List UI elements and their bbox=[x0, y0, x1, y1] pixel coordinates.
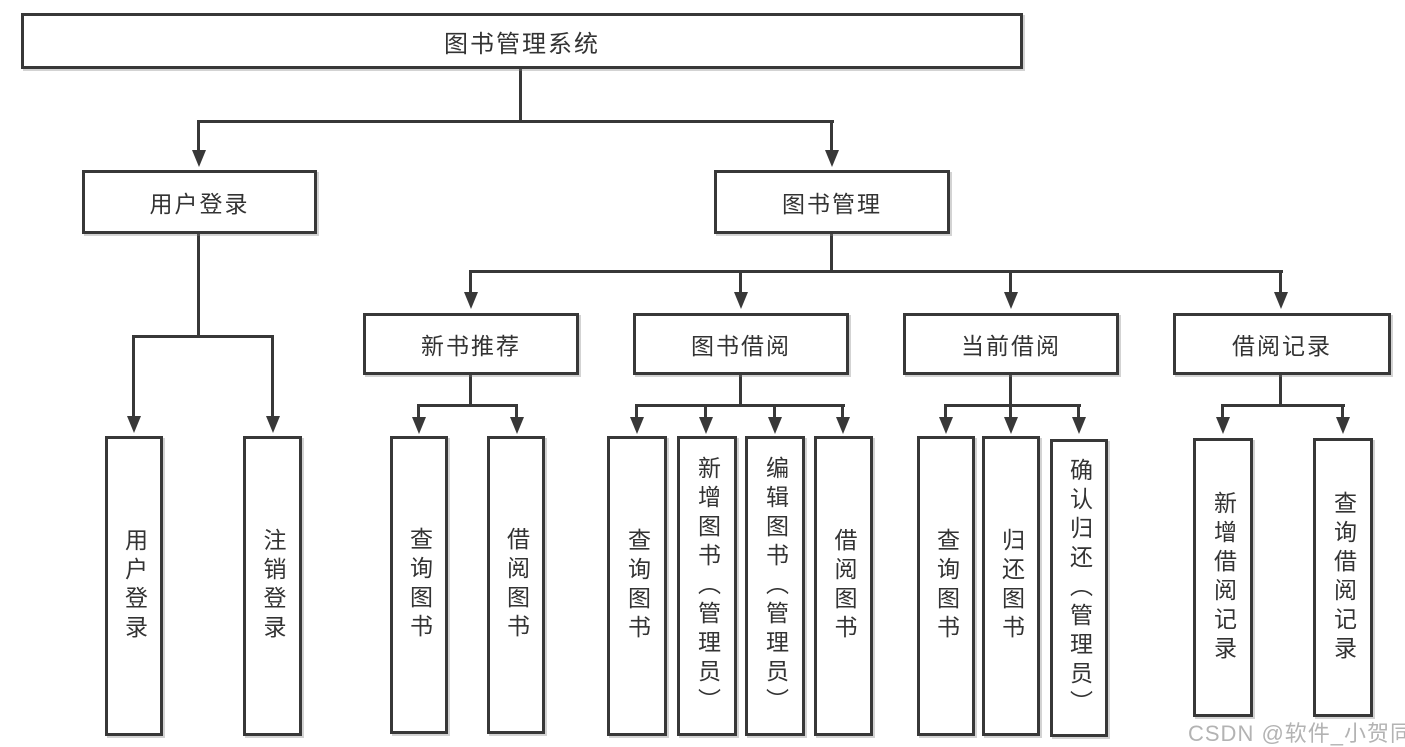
arrow-down-icon bbox=[1072, 417, 1086, 434]
connector-line bbox=[132, 335, 274, 338]
leaf-label: 查询借阅记录 bbox=[1330, 490, 1357, 665]
arrow-down-icon bbox=[630, 417, 644, 434]
leaf-label: 查询图书 bbox=[933, 528, 960, 644]
leaf-label: 新增借阅记录 bbox=[1210, 490, 1237, 665]
connector-line bbox=[1077, 404, 1080, 418]
arrow-down-icon bbox=[192, 150, 206, 167]
leaf-label: 归还图书 bbox=[998, 528, 1025, 644]
leaf-label: 查询图书 bbox=[624, 528, 651, 644]
node-label: 新书推荐 bbox=[421, 333, 521, 359]
leaf-records-add-record: 新增借阅记录 bbox=[1193, 438, 1253, 717]
arrow-down-icon bbox=[412, 417, 426, 434]
connector-line bbox=[1221, 404, 1224, 418]
connector-line bbox=[1279, 270, 1282, 294]
connector-line bbox=[469, 270, 472, 294]
connector-line bbox=[830, 120, 833, 152]
leaf-newbooks-query-books: 查询图书 bbox=[390, 436, 448, 734]
node-book-borrowing: 图书借阅 bbox=[633, 313, 849, 375]
leaf-label: 用户登录 bbox=[121, 528, 148, 644]
connector-line bbox=[469, 270, 1283, 273]
arrow-down-icon bbox=[1004, 417, 1018, 434]
connector-line bbox=[132, 335, 135, 418]
connector-line bbox=[417, 404, 518, 407]
connector-line bbox=[1341, 404, 1344, 418]
connector-line bbox=[1221, 404, 1345, 407]
arrow-down-icon bbox=[266, 416, 280, 433]
node-root-system: 图书管理系统 bbox=[21, 13, 1023, 69]
node-current-borrowing: 当前借阅 bbox=[903, 313, 1119, 375]
connector-line bbox=[841, 404, 844, 418]
arrow-down-icon bbox=[1336, 417, 1350, 434]
leaf-label: 注销登录 bbox=[260, 528, 286, 644]
leaf-logout: 注销登录 bbox=[243, 436, 302, 736]
leaf-records-query-record: 查询借阅记录 bbox=[1313, 438, 1373, 717]
node-book-management: 图书管理 bbox=[714, 170, 950, 234]
arrow-down-icon bbox=[836, 417, 850, 434]
arrow-down-icon bbox=[768, 417, 782, 434]
leaf-current-return-books: 归还图书 bbox=[982, 436, 1040, 736]
leaf-current-query-books: 查询图书 bbox=[917, 436, 975, 736]
connector-line bbox=[739, 375, 742, 407]
connector-line bbox=[1009, 270, 1012, 294]
node-label: 借阅记录 bbox=[1232, 333, 1332, 359]
leaf-newbooks-borrow-books: 借阅图书 bbox=[487, 436, 545, 734]
node-new-book-recommend: 新书推荐 bbox=[363, 313, 579, 375]
arrow-down-icon bbox=[510, 417, 524, 434]
connector-line bbox=[830, 234, 833, 273]
connector-line bbox=[739, 270, 742, 294]
arrow-down-icon bbox=[127, 416, 141, 433]
arrow-down-icon bbox=[939, 417, 953, 434]
connector-line bbox=[515, 404, 518, 418]
arrow-down-icon bbox=[464, 292, 478, 309]
leaf-label: 借阅图书 bbox=[831, 528, 857, 644]
connector-line bbox=[1009, 404, 1012, 418]
connector-line bbox=[197, 120, 200, 152]
leaf-borrowing-query-books: 查询图书 bbox=[607, 436, 667, 736]
leaf-label: 新增图书（管理员） bbox=[694, 455, 721, 717]
leaf-label: 编辑图书（管理员） bbox=[762, 455, 789, 717]
node-label: 图书管理系统 bbox=[444, 30, 600, 58]
leaf-label: 确认归还（管理员） bbox=[1066, 457, 1093, 719]
connector-line bbox=[635, 404, 638, 418]
arrow-down-icon bbox=[825, 150, 839, 167]
connector-line bbox=[197, 234, 200, 338]
arrow-down-icon bbox=[734, 292, 748, 309]
leaf-borrowing-edit-books-admin: 编辑图书（管理员） bbox=[745, 436, 805, 736]
connector-line bbox=[635, 404, 845, 407]
connector-line bbox=[704, 404, 707, 418]
leaf-label: 借阅图书 bbox=[503, 527, 530, 643]
arrow-down-icon bbox=[1004, 292, 1018, 309]
node-borrowing-records: 借阅记录 bbox=[1173, 313, 1391, 375]
arrow-down-icon bbox=[699, 417, 713, 434]
node-user-login: 用户登录 bbox=[82, 170, 317, 234]
leaf-borrowing-add-books-admin: 新增图书（管理员） bbox=[677, 436, 737, 736]
connector-line bbox=[944, 404, 1081, 407]
arrow-down-icon bbox=[1274, 292, 1288, 309]
leaf-user-login: 用户登录 bbox=[105, 436, 163, 736]
watermark: CSDN @软件_小贺同学 bbox=[1188, 721, 1405, 746]
connector-line bbox=[417, 404, 420, 418]
connector-line bbox=[271, 335, 274, 418]
connector-line bbox=[519, 69, 522, 123]
connector-line bbox=[944, 404, 947, 418]
connector-line bbox=[1009, 375, 1012, 407]
leaf-current-confirm-return-admin: 确认归还（管理员） bbox=[1050, 439, 1108, 737]
leaf-label: 查询图书 bbox=[406, 527, 433, 643]
arrow-down-icon bbox=[1216, 417, 1230, 434]
leaf-borrowing-borrow-books: 借阅图书 bbox=[814, 436, 873, 736]
node-label: 当前借阅 bbox=[961, 333, 1061, 359]
node-label: 用户登录 bbox=[149, 191, 250, 217]
connector-line bbox=[1279, 375, 1282, 407]
node-label: 图书借阅 bbox=[691, 333, 791, 359]
node-label: 图书管理 bbox=[782, 191, 882, 217]
connector-line bbox=[773, 404, 776, 418]
connector-line bbox=[197, 120, 834, 123]
connector-line bbox=[469, 375, 472, 407]
